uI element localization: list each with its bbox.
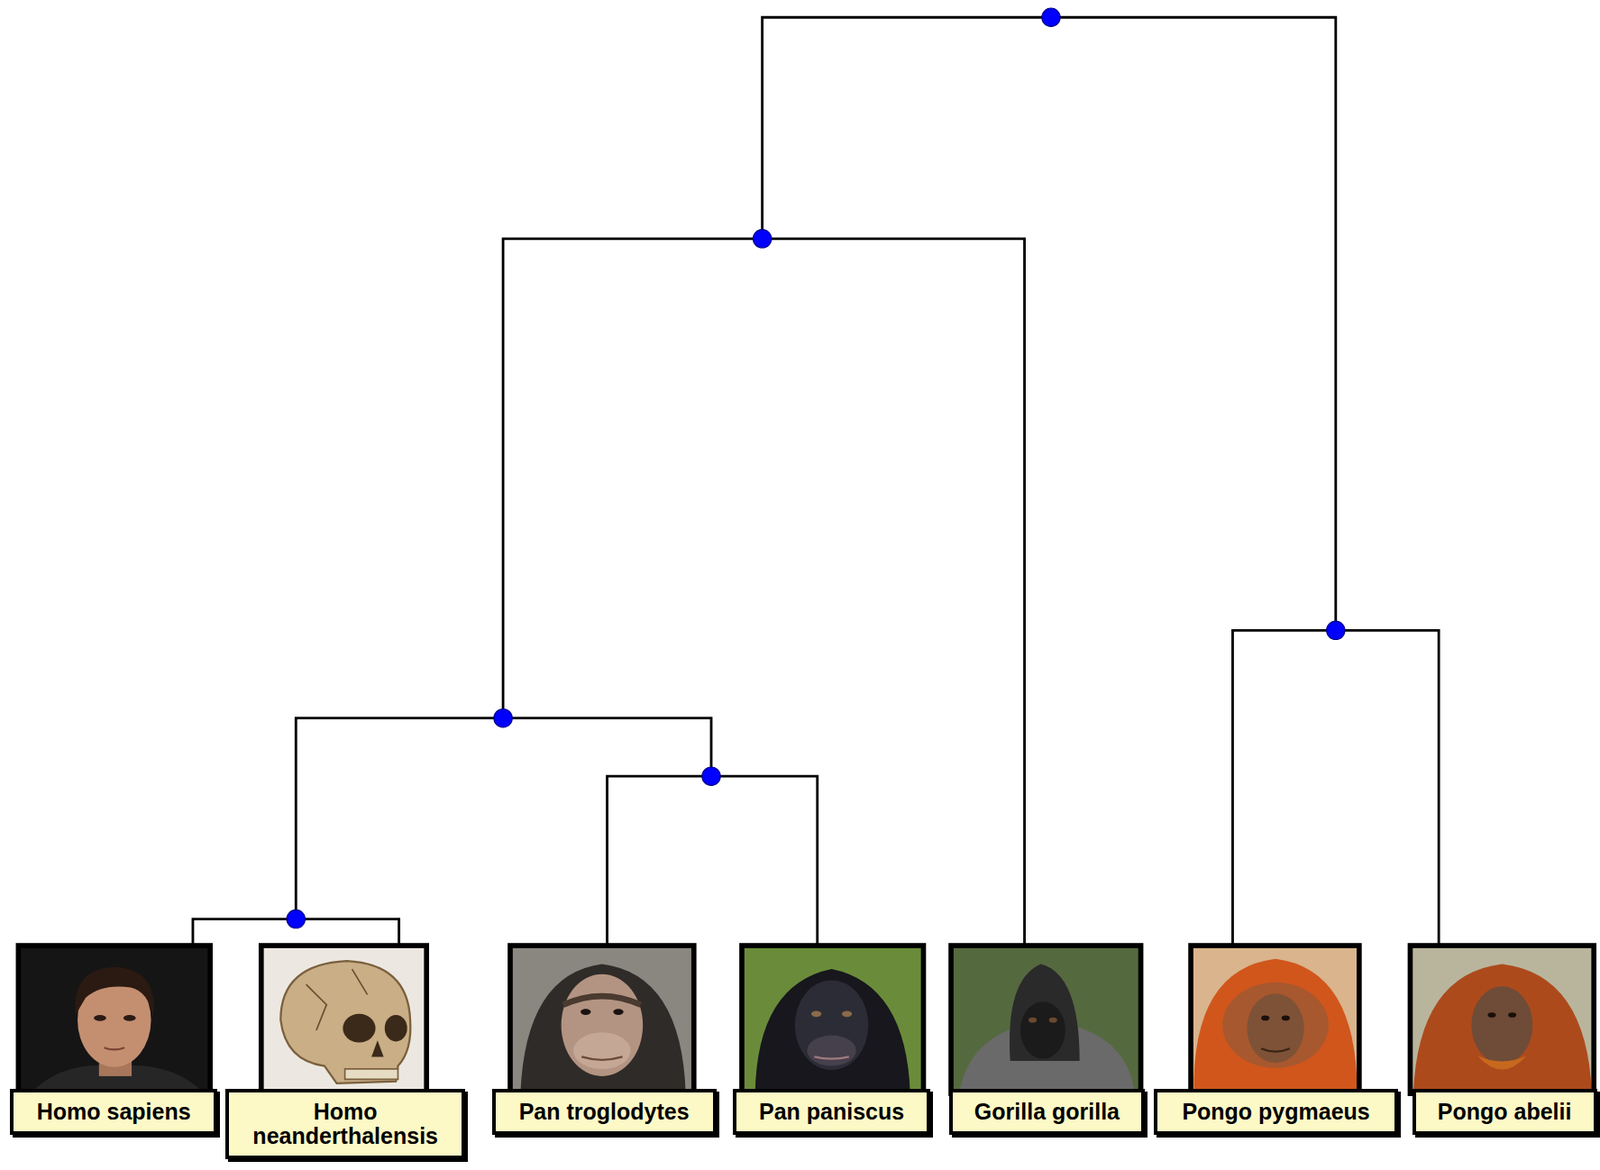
species-label: Pongo pygmaeus <box>1153 1088 1399 1135</box>
photo-ground <box>510 945 695 1094</box>
skull-photo <box>261 945 427 1094</box>
tree-nodes <box>286 8 1345 929</box>
species-label: Pan troglodytes <box>492 1088 717 1135</box>
orangutan-photo <box>1409 945 1594 1094</box>
tree-branches <box>192 17 1439 946</box>
brow <box>563 996 641 1006</box>
photo-frame <box>18 945 211 1094</box>
fur <box>755 969 911 1094</box>
mouth <box>1261 1048 1290 1052</box>
chimpanzee-photo <box>510 945 695 1094</box>
branch <box>295 718 712 920</box>
species-name: Pan paniscus <box>741 1099 923 1125</box>
hair <box>74 967 154 1019</box>
bonobo-photo <box>741 945 924 1094</box>
face <box>561 974 644 1077</box>
mouth <box>103 1047 125 1050</box>
eye <box>1508 1012 1517 1018</box>
photo-ground <box>1190 945 1360 1094</box>
eye-socket <box>384 1014 408 1042</box>
muzzle <box>573 1032 631 1070</box>
eye <box>1028 1017 1037 1024</box>
branch <box>762 17 1336 631</box>
photo-ground <box>261 945 427 1094</box>
species-name: Gorilla gorilla <box>958 1099 1136 1125</box>
species-name: Pongo abelii <box>1421 1099 1589 1125</box>
eye <box>123 1014 137 1022</box>
eye <box>612 1008 623 1015</box>
human-portrait <box>18 945 211 1094</box>
beard <box>1477 1055 1527 1070</box>
mouth <box>813 1056 849 1059</box>
skull-crack <box>306 969 368 1031</box>
photo-ground <box>18 945 211 1094</box>
orangutan-photo <box>1190 945 1360 1094</box>
photo-ground <box>1409 945 1594 1094</box>
branch-point <box>752 229 771 248</box>
branch-point <box>493 708 512 727</box>
photo-frame <box>510 945 695 1094</box>
eye <box>580 1008 591 1015</box>
cheek-pads <box>1222 982 1329 1069</box>
eye <box>1261 1015 1270 1022</box>
species-name: Pan troglodytes <box>501 1099 708 1125</box>
mouth <box>581 1056 622 1060</box>
photo-frame <box>741 945 924 1094</box>
photo-ground <box>950 945 1142 1094</box>
branch-point <box>702 767 721 786</box>
species-name: Homo neanderthalensis <box>234 1099 457 1149</box>
fur <box>1413 963 1592 1094</box>
face <box>1246 993 1304 1063</box>
head <box>1009 963 1080 1061</box>
eye <box>811 1010 822 1017</box>
species-label: Pongo abelii <box>1412 1088 1598 1135</box>
branch-point <box>1326 621 1345 640</box>
species-label: Homo sapiens <box>9 1088 218 1135</box>
skull <box>280 960 411 1084</box>
species-label: Gorilla gorilla <box>949 1088 1145 1135</box>
photo-frame <box>261 945 427 1094</box>
species-name: Pongo pygmaeus <box>1162 1099 1390 1125</box>
muzzle <box>806 1035 856 1067</box>
teeth <box>345 1069 399 1079</box>
species-label: Pan paniscus <box>732 1088 932 1135</box>
eye <box>1487 1012 1496 1018</box>
eye <box>1281 1015 1290 1022</box>
eye-socket <box>342 1014 375 1043</box>
face <box>1020 1001 1066 1059</box>
photo-frame <box>1409 945 1594 1094</box>
branch <box>607 776 818 946</box>
species-name: Homo sapiens <box>18 1099 209 1125</box>
face <box>795 980 869 1071</box>
photo-ground <box>741 945 924 1094</box>
photo-frame <box>950 945 1142 1094</box>
nasal-cavity <box>371 1040 384 1057</box>
eye <box>1049 1017 1058 1024</box>
branch <box>502 238 1024 946</box>
branch <box>1232 630 1439 946</box>
photo-frame <box>1190 945 1360 1094</box>
branch-point <box>286 909 305 928</box>
branch-point <box>1042 8 1061 27</box>
fur <box>1193 959 1357 1094</box>
eye <box>841 1010 852 1017</box>
gorilla-photo <box>950 945 1142 1094</box>
face <box>1471 986 1533 1064</box>
eye <box>93 1014 107 1022</box>
fur <box>520 963 686 1094</box>
species-label: Homo neanderthalensis <box>225 1088 466 1160</box>
